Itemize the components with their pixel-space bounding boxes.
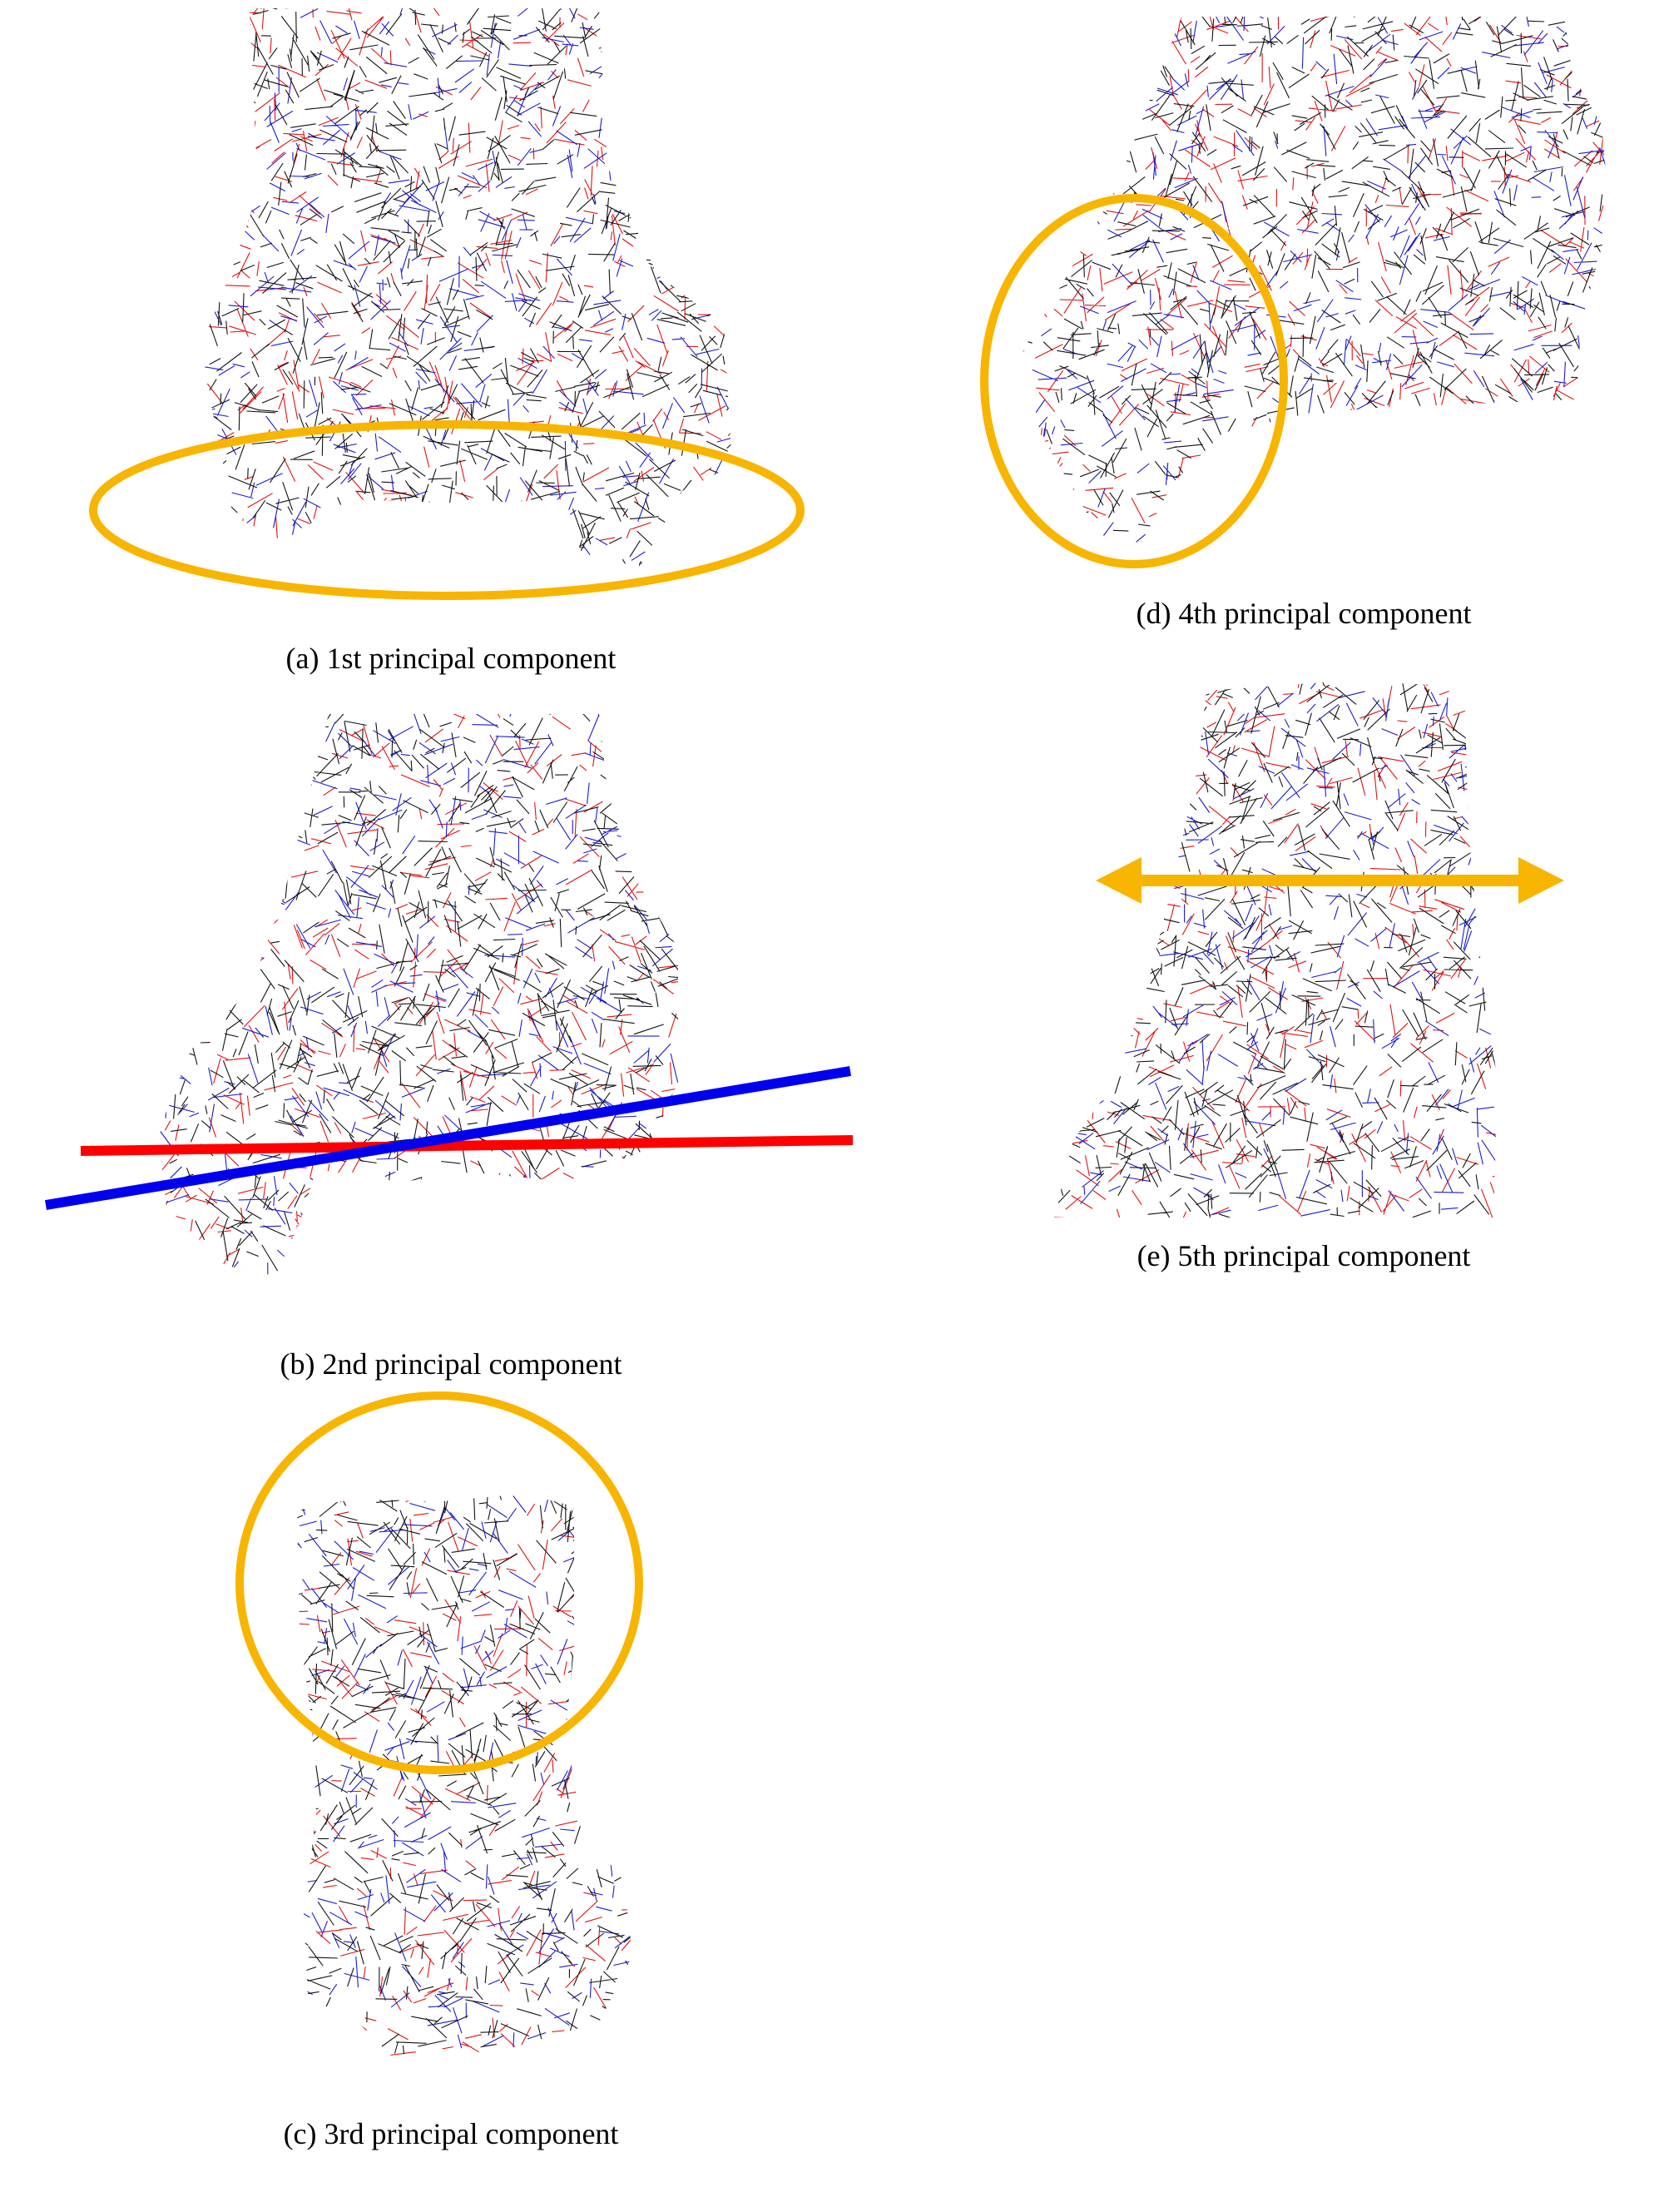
bone-mesh-e bbox=[1054, 681, 1498, 1218]
mesh-edges bbox=[1054, 681, 1498, 1218]
mesh-edges bbox=[1023, 17, 1610, 553]
highlight-ellipse-a bbox=[89, 420, 805, 600]
mesh-edges bbox=[200, 8, 732, 566]
caption-a: (a) 1st principal component bbox=[285, 642, 617, 675]
mesh-edges bbox=[200, 8, 732, 566]
mesh-edges bbox=[1054, 681, 1498, 1218]
mesh-edges bbox=[200, 8, 732, 566]
mesh-edges bbox=[158, 714, 678, 1277]
mesh-edges bbox=[297, 1494, 632, 2056]
caption-d: (d) 4th principal component bbox=[1136, 597, 1472, 630]
double-arrow-icon bbox=[1096, 857, 1564, 904]
blue-axis-line bbox=[45, 1066, 851, 1210]
caption-b: (b) 2nd principal component bbox=[280, 1347, 622, 1381]
highlight-ellipse-c bbox=[235, 1391, 643, 1774]
highlight-ellipse-d bbox=[980, 194, 1288, 568]
red-axis-line bbox=[80, 1135, 854, 1156]
caption-c: (c) 3rd principal component bbox=[283, 2117, 619, 2150]
mesh-edges bbox=[1023, 17, 1610, 553]
mesh-edges bbox=[158, 714, 678, 1277]
mesh-edges bbox=[1054, 681, 1498, 1218]
caption-e: (e) 5th principal component bbox=[1137, 1239, 1471, 1272]
bone-mesh-b bbox=[158, 714, 678, 1277]
mesh-edges bbox=[158, 714, 678, 1277]
bone-mesh-c bbox=[297, 1494, 632, 2056]
bone-mesh-a bbox=[200, 8, 732, 566]
bone-mesh-d bbox=[1023, 17, 1610, 553]
